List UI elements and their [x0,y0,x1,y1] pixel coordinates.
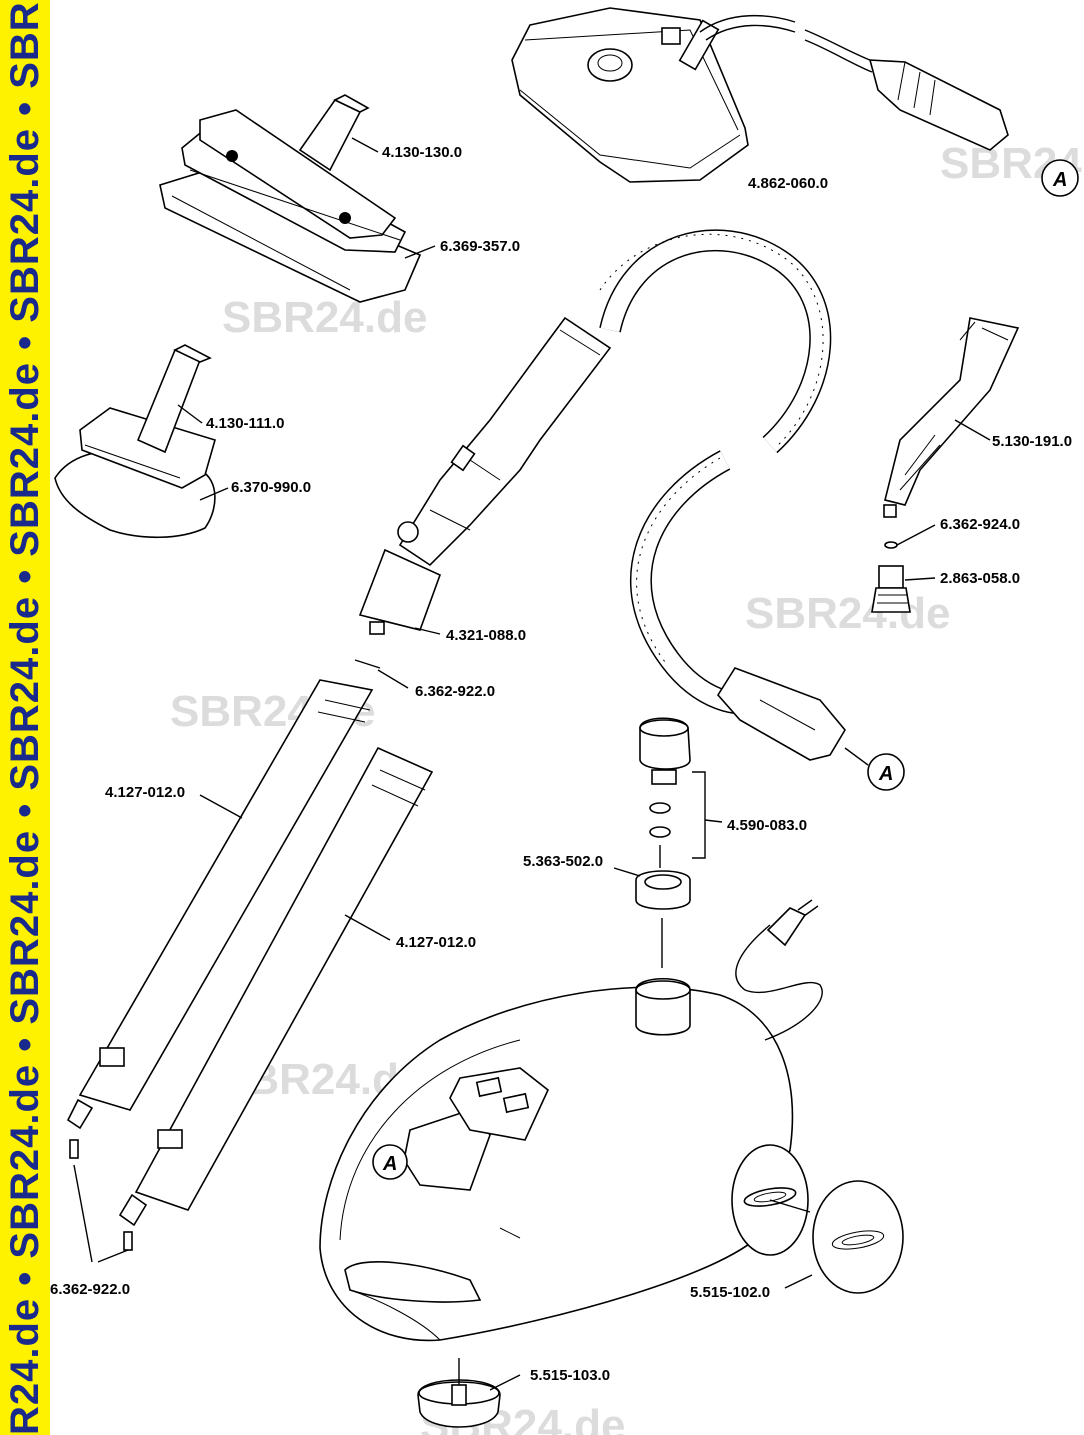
bracket-line [692,771,723,859]
marker-a: A [382,1153,397,1175]
part-label: 2.863-058.0 [940,570,1020,587]
round-brush-drawing [871,565,911,613]
part-label: 4.130-111.0 [206,415,284,432]
part-label: 6.362-922.0 [415,683,495,700]
leader-line [354,659,381,669]
leader-line [177,404,203,424]
safety-cap-drawing [635,717,691,968]
part-label: 5.515-103.0 [530,1367,610,1384]
watermark: SBR24.de [745,589,950,638]
part-label: 4.862-060.0 [748,175,828,192]
hand-brush-drawing [54,344,216,539]
part-label: 4.590-083.0 [727,817,807,834]
leader-line [784,1274,813,1289]
o-ring-drawing [884,541,898,549]
part-label: 4.321-088.0 [446,627,526,644]
part-label: 5.363-502.0 [523,853,603,870]
leader-line [954,419,991,441]
leader-line [344,914,391,941]
watermark: SBR24.de [222,293,427,342]
extension-tube-drawing [66,679,374,1159]
leader-line [769,1199,811,1213]
marker-a: A [878,763,893,785]
leader-line [904,577,936,581]
leader-line [377,669,409,689]
leader-line [199,794,243,819]
leader-line [404,245,436,259]
sbr24-side-banner: R24.de • SBR24.de • SBR24.de • SBR24.de … [0,0,50,1435]
part-label: 4.127-012.0 [396,934,476,951]
part-label: 6.362-924.0 [940,516,1020,533]
floor-nozzle-drawing [159,94,422,303]
extension-tube-drawing [118,746,434,1251]
leader-line [199,487,229,501]
leader-line [489,1374,521,1391]
steam-hose-drawing: A [599,229,905,791]
part-label: 6.362-922.0 [50,1281,130,1298]
part-label: 6.370-990.0 [231,479,311,496]
part-label: 6.369-357.0 [440,238,520,255]
steam-gun-drawing [358,316,612,635]
part-label: 4.127-012.0 [105,784,185,801]
leader-line [97,1249,129,1263]
marker-a: A [1052,169,1067,191]
leader-line [896,524,936,546]
wheel-drawing [812,1180,904,1294]
foot-drawing [417,1358,501,1428]
part-label: 5.515-102.0 [690,1284,770,1301]
part-label: 5.130-191.0 [992,433,1072,450]
leader-line [73,1164,93,1263]
detail-nozzle-drawing [883,317,1020,518]
leader-line [414,627,441,635]
steam-iron-drawing: A [511,7,1079,197]
leader-line [351,137,379,153]
steam-cleaner-body-drawing: A [319,899,823,1342]
leader-line [613,867,641,877]
part-label: 4.130-130.0 [382,144,462,161]
